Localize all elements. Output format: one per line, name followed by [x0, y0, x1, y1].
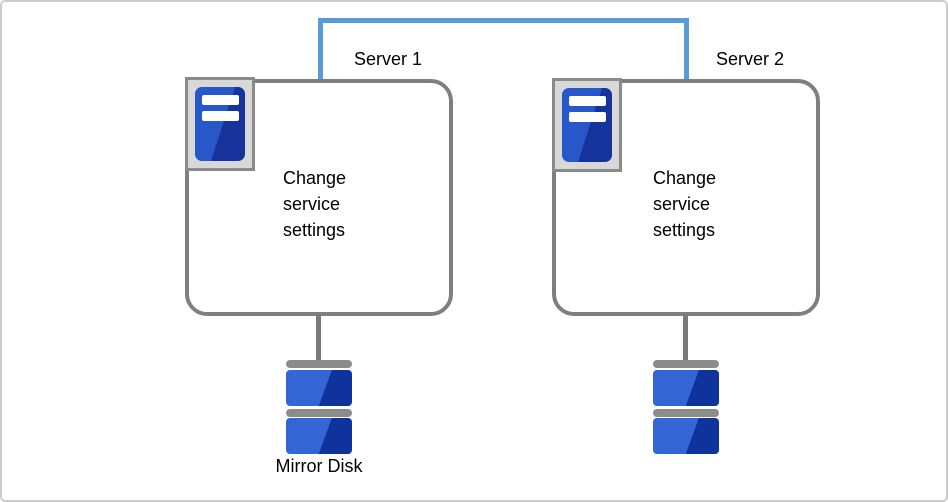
- disk-platter: [286, 418, 352, 454]
- disk-middle-bar: [286, 409, 352, 417]
- server2-title: Server 2: [715, 49, 785, 69]
- server-icon: [552, 78, 622, 172]
- server1-title: Server 1: [353, 49, 423, 69]
- server-slot-bar: [202, 95, 239, 105]
- interconnect-line-right-drop: [684, 18, 689, 79]
- server-slot-bar: [569, 96, 606, 106]
- disk-middle-bar: [653, 409, 719, 417]
- server-slot-bar: [569, 112, 606, 122]
- disk-top-bar: [286, 360, 352, 368]
- disk-platter: [653, 418, 719, 454]
- disk-platter: [286, 370, 352, 406]
- server1-disk-connector: [316, 314, 321, 362]
- mirror-disk-label: Mirror Disk: [275, 456, 363, 476]
- mirror-disk-icon: [286, 360, 352, 454]
- mirror-disk-icon: [653, 360, 719, 454]
- disk-top-bar: [653, 360, 719, 368]
- server1-action-text: Change service settings: [283, 168, 347, 240]
- server-icon: [185, 77, 255, 171]
- interconnect-line-left-drop: [318, 18, 323, 79]
- server-tower-shape: [195, 87, 245, 161]
- server-slot-bar: [202, 111, 239, 121]
- server-tower-shape: [562, 88, 612, 162]
- interconnect-line-horizontal: [318, 18, 689, 23]
- server2-disk-connector: [683, 314, 688, 362]
- disk-platter: [653, 370, 719, 406]
- server2-action-text: Change service settings: [653, 168, 717, 240]
